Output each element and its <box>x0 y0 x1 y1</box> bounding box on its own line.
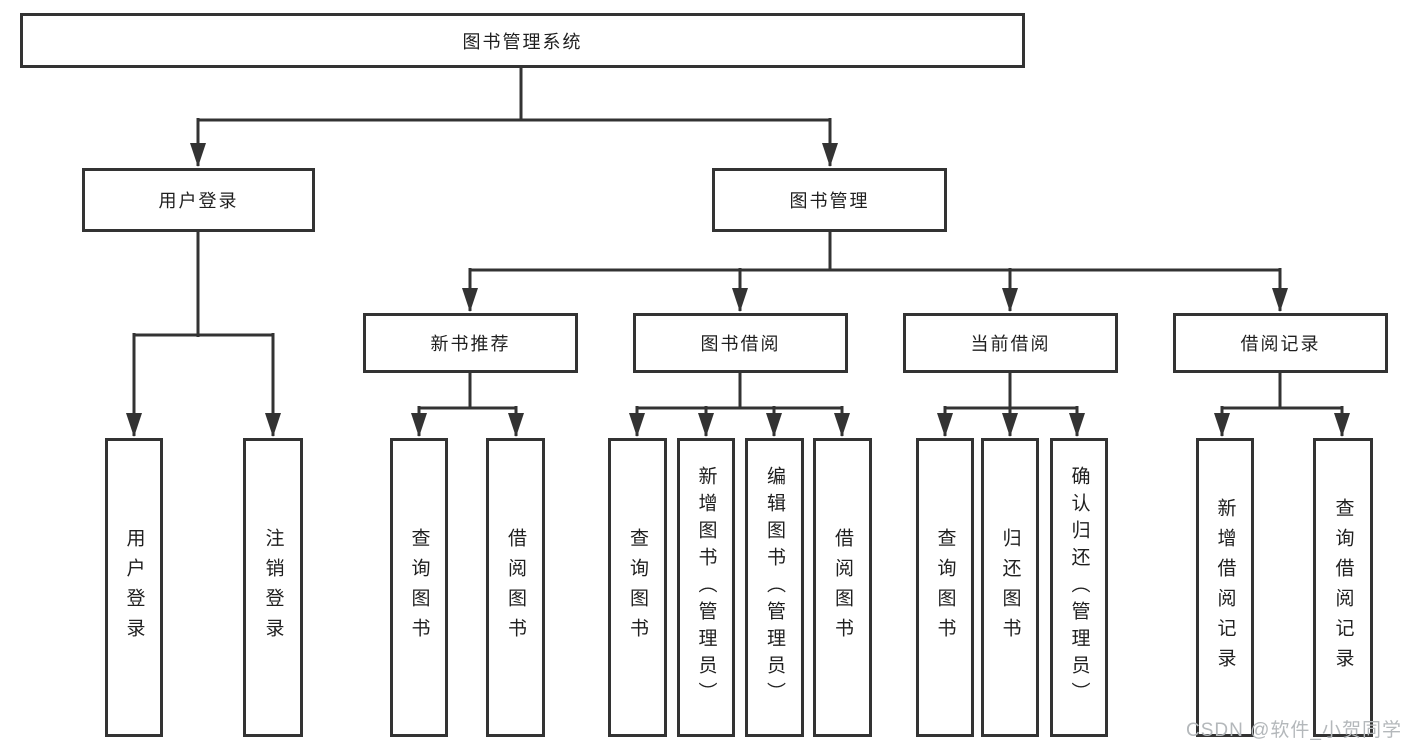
node-label: 归还图书 <box>999 527 1021 648</box>
leaf-add-books-admin: 新增图书（管理员） <box>677 438 735 737</box>
leaf-query-books-borrow: 查询图书 <box>608 438 667 737</box>
node-label: 查询图书 <box>934 527 956 648</box>
leaf-add-borrow-record: 新增借阅记录 <box>1196 438 1254 737</box>
node-new-book-recommend: 新书推荐 <box>363 313 578 373</box>
node-label: 查询图书 <box>627 527 648 648</box>
node-label: 新书推荐 <box>430 334 511 354</box>
node-label: 用户登录 <box>123 527 145 648</box>
leaf-query-books-current: 查询图书 <box>916 438 974 737</box>
leaf-return-books: 归还图书 <box>981 438 1039 737</box>
node-label: 当前借阅 <box>970 334 1051 354</box>
node-book-borrow: 图书借阅 <box>633 313 848 373</box>
node-label: 编辑图书（管理员） <box>764 466 785 709</box>
node-user-login: 用户登录 <box>82 168 315 232</box>
node-current-borrow: 当前借阅 <box>903 313 1118 373</box>
node-label: 确认归还（管理员） <box>1068 466 1090 709</box>
leaf-logout-login: 注销登录 <box>243 438 303 737</box>
leaf-borrow-books: 借阅图书 <box>813 438 872 737</box>
node-label: 图书管理 <box>789 191 870 211</box>
leaf-edit-books-admin: 编辑图书（管理员） <box>745 438 804 737</box>
node-label: 图书借阅 <box>700 334 781 354</box>
leaf-query-books-recommend: 查询图书 <box>390 438 448 737</box>
node-library-system: 图书管理系统 <box>20 13 1025 68</box>
node-label: 新增借阅记录 <box>1214 497 1236 678</box>
leaf-borrow-books-recommend: 借阅图书 <box>486 438 545 737</box>
node-label: 借阅记录 <box>1240 334 1321 354</box>
node-label: 注销登录 <box>262 527 284 648</box>
node-label: 查询借阅记录 <box>1332 497 1354 678</box>
node-book-management: 图书管理 <box>712 168 947 232</box>
watermark: CSDN @软件_小贺同学 <box>1186 720 1402 741</box>
node-label: 新增图书（管理员） <box>695 466 717 709</box>
node-borrow-records: 借阅记录 <box>1173 313 1388 373</box>
leaf-user-login: 用户登录 <box>105 438 163 737</box>
leaf-confirm-return-admin: 确认归还（管理员） <box>1050 438 1108 737</box>
node-label: 借阅图书 <box>505 527 526 648</box>
node-label: 用户登录 <box>158 191 239 211</box>
node-label: 查询图书 <box>408 527 430 648</box>
leaf-query-borrow-record: 查询借阅记录 <box>1313 438 1373 737</box>
node-label: 借阅图书 <box>832 527 853 648</box>
node-label: 图书管理系统 <box>462 31 583 52</box>
